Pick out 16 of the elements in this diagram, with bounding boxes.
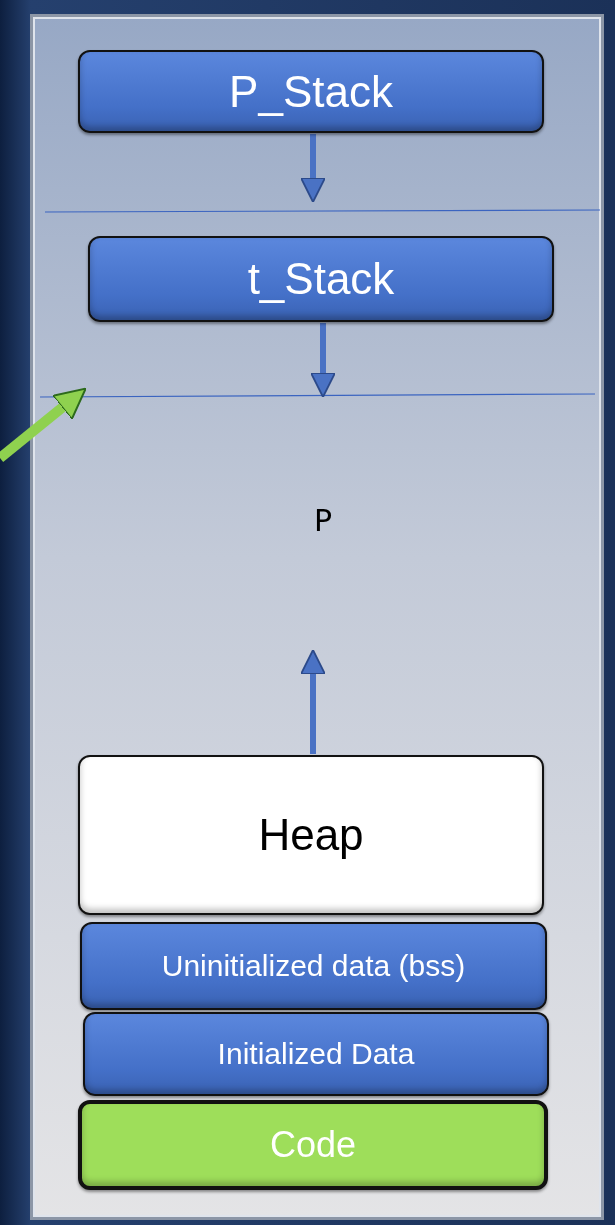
memory-segment-box bbox=[78, 755, 544, 915]
box-label: t_Stack bbox=[247, 254, 395, 304]
box-label: Initialized Data bbox=[217, 1037, 415, 1071]
box-label: P_Stack bbox=[229, 66, 393, 117]
memory-segment-box bbox=[78, 1100, 548, 1190]
arrow bbox=[300, 649, 326, 754]
box-label: Uninitialized data (bss) bbox=[161, 949, 466, 983]
arrow bbox=[310, 323, 336, 398]
memory-segment-box bbox=[88, 236, 554, 322]
memory-segment-box bbox=[78, 50, 544, 133]
arrow bbox=[300, 134, 326, 203]
box-label: Code bbox=[269, 1124, 357, 1166]
region-label: P bbox=[313, 502, 333, 538]
memory-segment-box bbox=[83, 1012, 549, 1096]
memory-segment-box bbox=[80, 922, 547, 1010]
box-label: Heap bbox=[258, 810, 364, 860]
